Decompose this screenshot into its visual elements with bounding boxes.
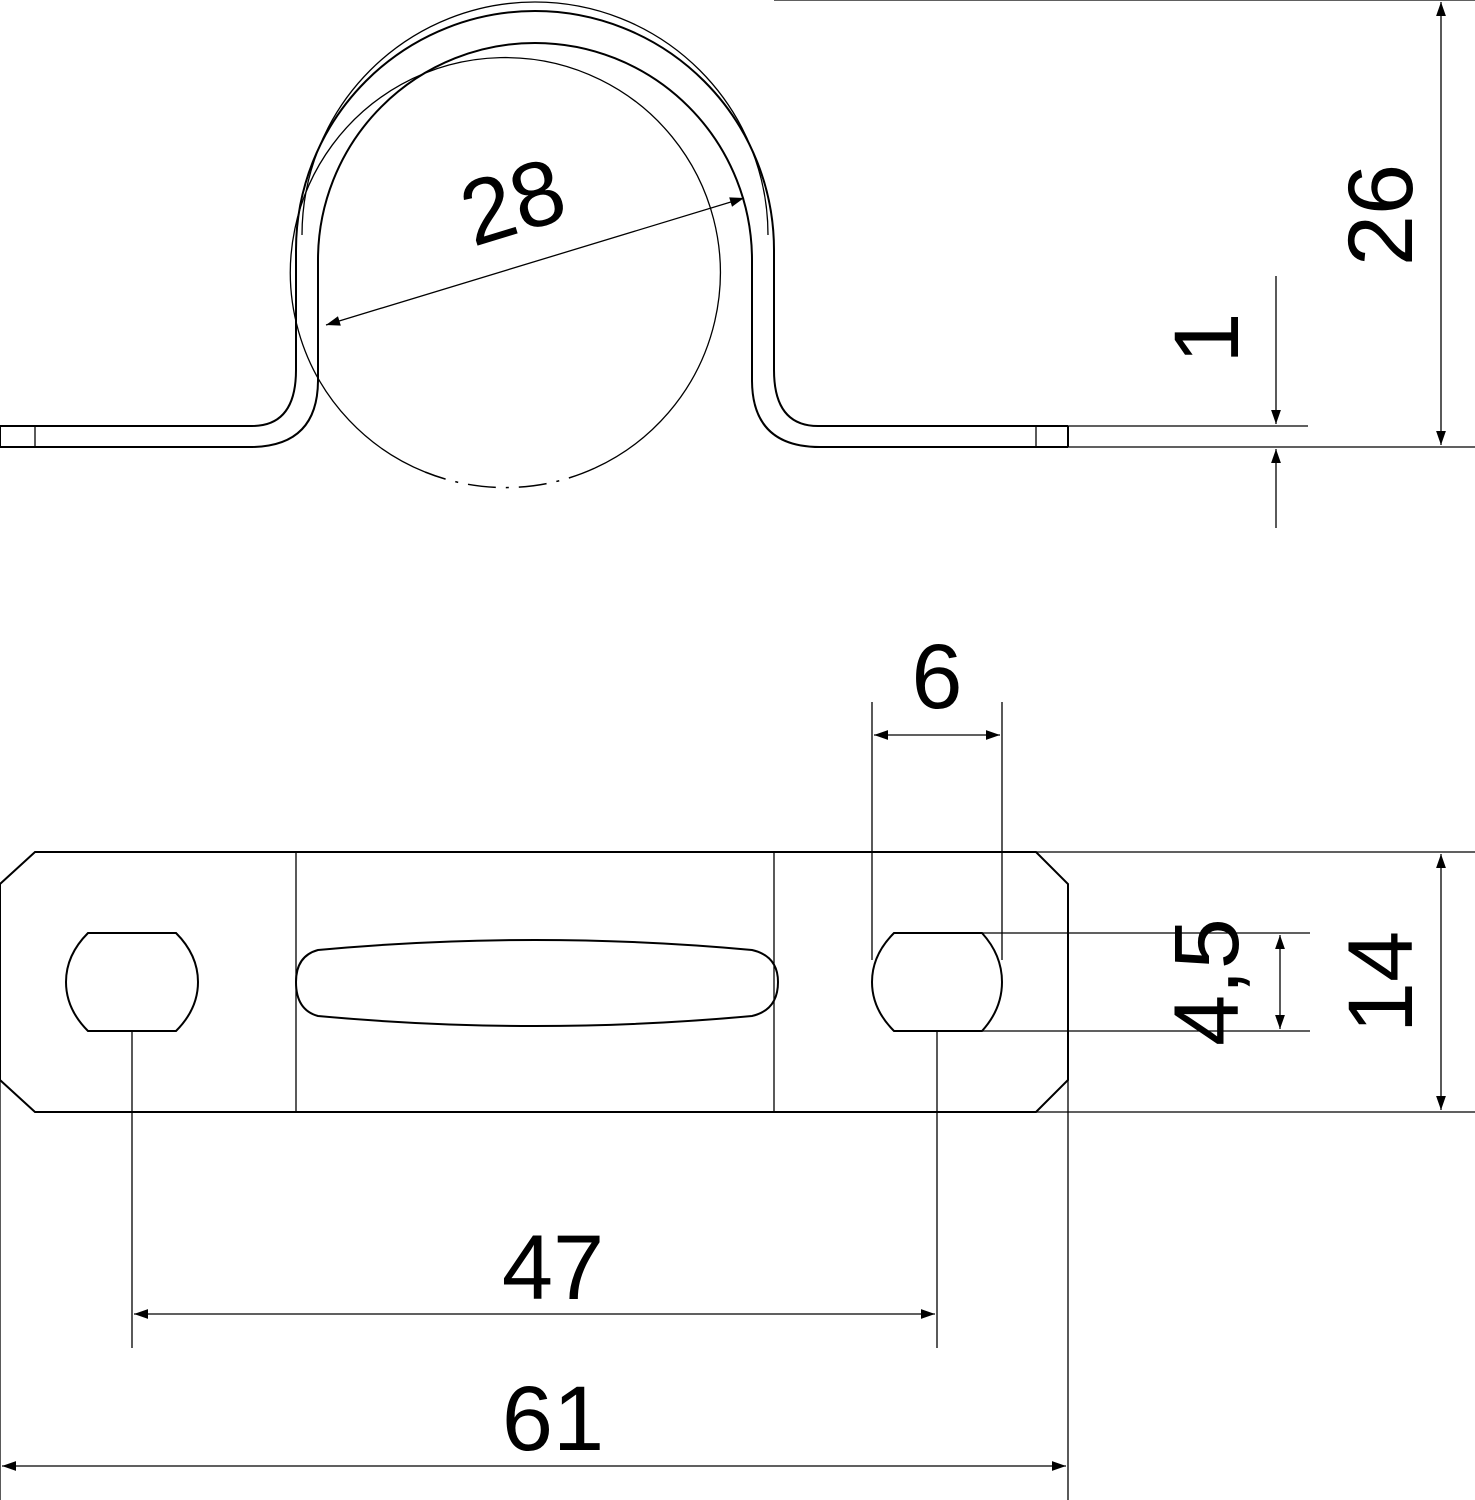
strap-outline [0,851,1069,1113]
embossed-slot [294,939,780,1027]
dim-pipe-diameter: 28 [449,139,577,266]
mounting-hole-right [870,932,1004,1032]
dim-hole-spacing: 47 [502,1217,604,1319]
dim-thickness: 1 [1156,312,1258,363]
strap-outer-edge [0,42,1068,448]
dim-strap-width: 14 [1330,931,1432,1033]
dim-total-length: 61 [502,1368,604,1470]
pipe-circle-hidden [424,467,596,489]
strap-bend-line [301,1,769,236]
top-view: 6 4,5 14 47 61 [0,626,1475,1500]
mounting-hole-left [64,932,200,1032]
strap-inner-edge [0,10,1068,427]
dim-hole-width: 6 [911,626,962,728]
side-view: 28 26 1 [0,0,1475,528]
dim-total-height: 26 [1330,164,1432,266]
dim-hole-height: 4,5 [1156,918,1258,1046]
pipe-circle [289,56,721,473]
